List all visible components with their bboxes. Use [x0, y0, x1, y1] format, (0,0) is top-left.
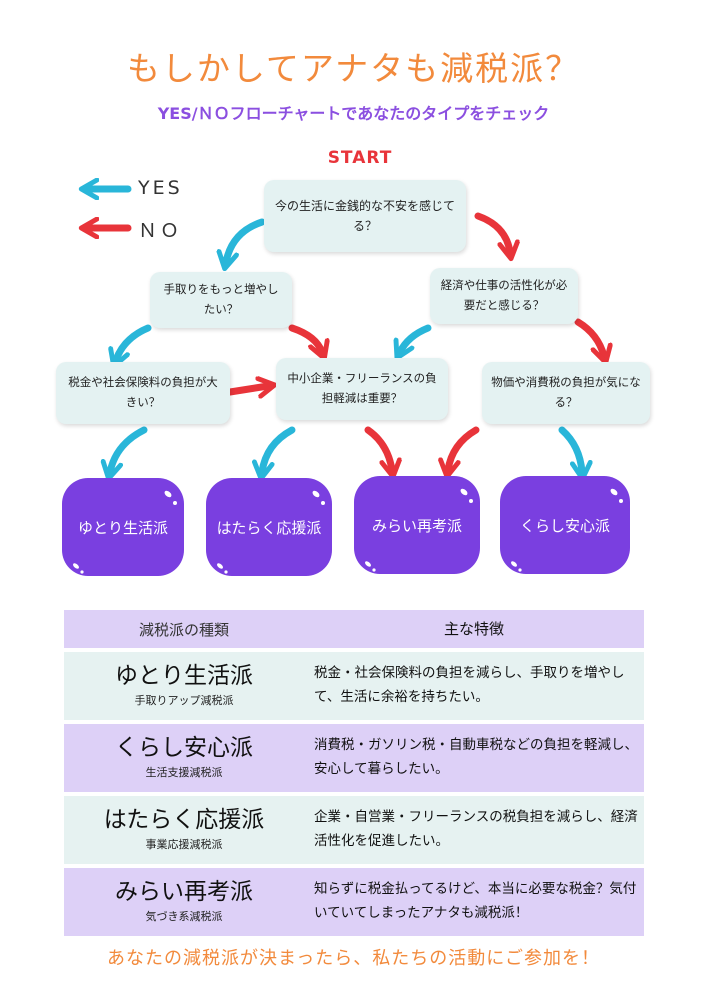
- type-name: みらい再考派: [115, 878, 253, 905]
- result-label: はたらく応援派: [216, 518, 322, 537]
- type-name: はたらく応援派: [103, 806, 265, 833]
- result-label: ゆとり生活派: [77, 518, 168, 537]
- arrow-q6-no: [448, 426, 480, 470]
- result-yutori: ゆとり生活派: [62, 478, 184, 576]
- arrow-q4-yes: [110, 426, 148, 472]
- result-label: くらし安心派: [519, 516, 610, 535]
- arrow-q1-yes: [226, 218, 266, 262]
- type-description: 税金・社会保険料の負担を減らし、手取りを増やして、生活に余裕を持ちたい。: [314, 665, 625, 705]
- table-row: くらし安心派生活支援減税派 消費税・ガソリン税・自動車税などの負担を軽減し、安心…: [64, 724, 644, 792]
- question-box-q6: 物価や消費税の負担が気になる？: [482, 362, 650, 424]
- result-kurashi: くらし安心派: [500, 476, 630, 574]
- type-subname: 事業応援減税派: [145, 838, 223, 852]
- question-box-q2: 手取りをもっと増やしたい？: [150, 272, 292, 328]
- question-box-q1: 今の生活に金銭的な不安を感じてる？: [264, 180, 466, 252]
- start-label: START: [327, 148, 393, 168]
- table-row: ゆとり生活派手取りアップ減税派 税金・社会保険料の負担を減らし、手取りを増やして…: [64, 652, 644, 720]
- table-row: みらい再考派気づき系減税派 知らずに税金払ってるけど、本当に必要な税金？気付いて…: [64, 868, 644, 936]
- type-description: 企業・自営業・フリーランスの税負担を減らし、経済活性化を促進したい。: [314, 809, 638, 849]
- result-label: みらい再考派: [371, 516, 462, 535]
- question-box-q4: 税金や社会保険料の負担が大きい？: [56, 362, 230, 424]
- types-table: 減税派の種類 主な特徴 ゆとり生活派手取りアップ減税派 税金・社会保険料の負担を…: [64, 610, 644, 936]
- type-subname: 気づき系減税派: [145, 910, 223, 924]
- table-header: 減税派の種類 主な特徴: [64, 610, 644, 648]
- arrow-q3-no: [574, 318, 604, 356]
- arrow-q6-yes: [558, 426, 582, 472]
- footer-call-to-action: あなたの減税派が決まったら、私たちの活動にご参加を！: [107, 948, 600, 969]
- arrow-q2-no: [288, 324, 322, 352]
- type-description: 消費税・ガソリン税・自動車税などの負担を軽減し、安心して暮らしたい。: [314, 737, 638, 777]
- arrow-q3-yes: [400, 324, 432, 352]
- arrow-q5-yes: [262, 426, 296, 472]
- result-hataraku: はたらく応援派: [206, 478, 332, 576]
- table-header-features: 主な特徴: [443, 619, 504, 638]
- question-box-q3: 経済や仕事の活性化が必要だと感じる？: [430, 268, 578, 324]
- type-subname: 手取りアップ減税派: [134, 694, 234, 708]
- page-title: もしかしてアナタも減税派？: [126, 49, 581, 88]
- question-box-q5: 中小企業・フリーランスの負担軽減は重要？: [276, 358, 448, 420]
- arrow-q2-yes: [116, 324, 152, 360]
- table-header-type: 減税派の種類: [138, 620, 229, 639]
- table-row: はたらく応援派事業応援減税派 企業・自営業・フリーランスの税負担を減らし、経済活…: [64, 796, 644, 864]
- legend-yes-label: YES: [138, 177, 183, 199]
- type-name: くらし安心派: [115, 734, 253, 761]
- arrow-q4-no: [226, 386, 268, 392]
- type-subname: 生活支援減税派: [145, 766, 223, 780]
- arrow-q5-no: [364, 426, 392, 470]
- arrow-q1-no: [474, 212, 510, 252]
- type-description: 知らずに税金払ってるけど、本当に必要な税金？気付いていてしまったアナタも減税派！: [314, 881, 637, 921]
- type-name: ゆとり生活派: [115, 662, 253, 689]
- page-subtitle: YES/ＮＯフローチャートであなたのタイプをチェック: [157, 104, 550, 123]
- legend-no-label: ＮＯ: [138, 220, 183, 242]
- result-mirai: みらい再考派: [354, 476, 480, 574]
